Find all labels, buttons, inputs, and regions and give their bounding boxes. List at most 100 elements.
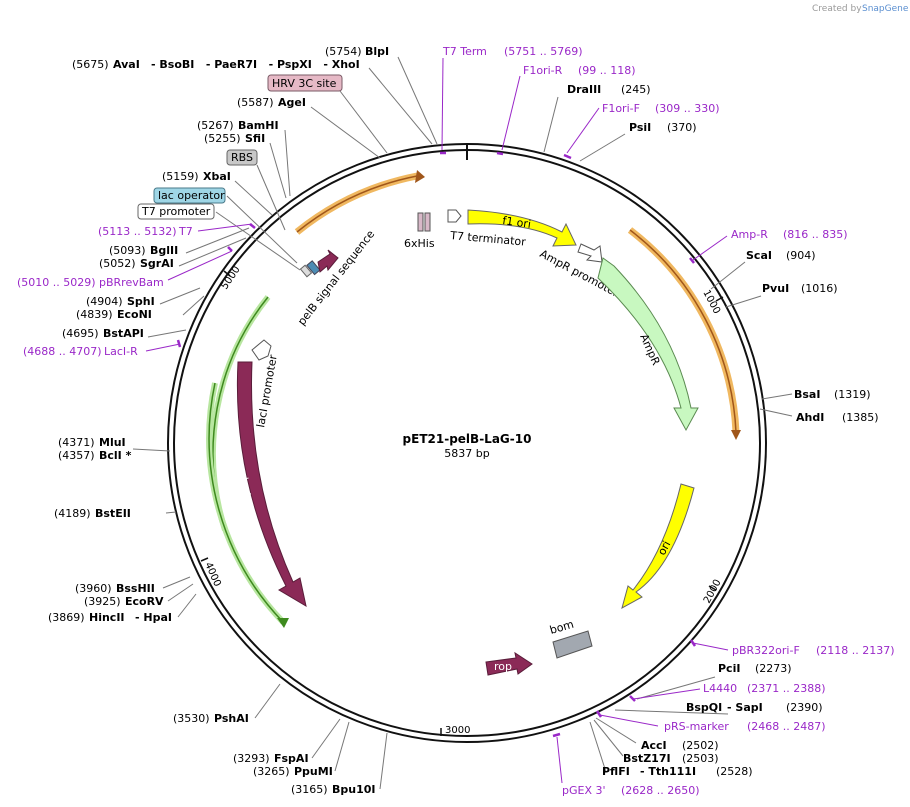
primer-name-7: pBR322ori-F	[732, 644, 800, 657]
primer-connectors	[145, 57, 729, 784]
enzyme-name-11: MluI	[99, 436, 126, 449]
enzyme-name-23: ScaI	[746, 249, 772, 262]
hrv-site-box[interactable]: HRV 3C site	[267, 74, 343, 92]
f1-ori-arrow[interactable]	[467, 209, 577, 247]
lacI-arrow[interactable]	[236, 361, 307, 608]
primer-range-1: (99 .. 118)	[578, 64, 636, 77]
enzyme-pos-9: (4839)	[76, 308, 113, 321]
enzyme-pos-26: (1385)	[842, 411, 879, 424]
rbs-label: RBS	[231, 151, 253, 164]
his-tag-block-1[interactable]	[417, 212, 424, 232]
enzyme-extra-16: - HpaI	[135, 611, 172, 624]
ori-arrow[interactable]	[621, 483, 695, 610]
his-tag-block-2[interactable]	[424, 212, 431, 232]
lacI-promoter-arrow[interactable]	[251, 339, 272, 361]
cloning-cassette	[299, 249, 339, 278]
rop-label: rop	[494, 660, 512, 673]
primer-range-7: (2118 .. 2137)	[816, 644, 895, 657]
enzyme-pos-16: (3869)	[48, 611, 85, 624]
primer-name-1: F1ori-R	[523, 64, 563, 77]
tick-5000: 5000	[219, 264, 242, 291]
enzyme-name-30: BstZ17I	[623, 752, 671, 765]
plasmid-name: pET21-pelB-LaG-10	[403, 432, 532, 446]
snapgene-brand: SnapGene	[862, 4, 909, 14]
lacI-label: lacI	[237, 476, 253, 497]
enzyme-name-14: BssHII	[116, 582, 155, 595]
lacI-promoter-label: lacI promoter	[254, 353, 280, 428]
primer-name-9: pRS-marker	[664, 720, 729, 733]
enzyme-name-4: SfiI	[245, 132, 265, 145]
primer-name-8: L4440	[703, 682, 737, 695]
primer-range-8: (2371 .. 2388)	[747, 682, 826, 695]
enzyme-pos-17: (3530)	[173, 712, 210, 725]
enzyme-name-5: XbaI	[203, 170, 231, 183]
t7-promoter-box[interactable]: T7 promoter	[137, 203, 215, 220]
hrv-site-label: HRV 3C site	[272, 77, 337, 90]
primer-range-5: (4688 .. 4707)	[23, 345, 102, 358]
lac-operator-box[interactable]: lac operator	[153, 187, 226, 204]
enzyme-name-28: BspQI	[686, 701, 722, 714]
primer-range-9: (2468 .. 2487)	[747, 720, 826, 733]
primer-range-0: (5751 .. 5769)	[504, 45, 583, 58]
enzyme-name-19: PpuMI	[294, 765, 333, 778]
primer-name-0: T7 Term	[442, 45, 487, 58]
primer-name-3: T7	[178, 225, 193, 238]
primer-name-10: pGEX 3'	[562, 784, 606, 797]
enzyme-pos-20: (3165)	[291, 783, 328, 796]
primer-range-4: (5010 .. 5029)	[17, 276, 96, 289]
bom-box[interactable]	[552, 630, 593, 659]
enzyme-pos-15: (3925)	[84, 595, 121, 608]
enzyme-pos-11: (4371)	[58, 436, 95, 449]
enzyme-name-3: BamHI	[238, 119, 279, 132]
primer-labels: T7 Term (5751 .. 5769) F1ori-R (99 .. 11…	[17, 45, 895, 797]
enzyme-pos-19: (3265)	[253, 765, 290, 778]
enzyme-pos-21: (245)	[621, 83, 651, 96]
enzyme-pos-12: (4357)	[58, 449, 95, 462]
enzyme-pos-31: (2528)	[716, 765, 753, 778]
enzyme-name-27: PciI	[718, 662, 740, 675]
primer-range-10: (2628 .. 2650)	[621, 784, 700, 797]
enzyme-name-17: PshAI	[214, 712, 249, 725]
plasmid-size: 5837 bp	[444, 447, 489, 460]
rop-arrow[interactable]	[485, 651, 533, 676]
enzyme-name-31: PflFI	[602, 765, 630, 778]
enzyme-pos-25: (1319)	[834, 388, 871, 401]
enzyme-pos-13: (4189)	[54, 507, 91, 520]
enzyme-name-8: SphI	[127, 295, 155, 308]
enzyme-name-13: BstEII	[95, 507, 131, 520]
enzyme-pos-2: (5587)	[237, 96, 274, 109]
enzyme-name-9: EcoNI	[117, 308, 152, 321]
ampr-promoter-arrow[interactable]	[577, 243, 603, 263]
enzyme-pos-4: (5255)	[204, 132, 241, 145]
rbs-box[interactable]: RBS	[226, 149, 258, 166]
enzyme-extra-28: - SapI	[727, 701, 763, 714]
enzyme-pos-22: (370)	[667, 121, 697, 134]
primer-name-5: LacI-R	[104, 345, 138, 358]
enzyme-extra-1: - BsoBI - PaeR7I - PspXI - XhoI	[151, 58, 360, 71]
enzyme-pos-10: (4695)	[62, 327, 99, 340]
enzyme-pos-1: (5675)	[72, 58, 109, 71]
enzyme-name-10: BstAPI	[103, 327, 144, 340]
connector-lines	[132, 56, 793, 790]
ori-label: ori	[655, 539, 673, 558]
pelB-arrow[interactable]	[317, 249, 339, 273]
enzyme-name-25: BsaI	[794, 388, 820, 401]
enzyme-pos-30: (2503)	[682, 752, 719, 765]
primer-range-3: (5113 .. 5132)	[98, 225, 177, 238]
enzyme-name-20: Bpu10I	[332, 783, 376, 796]
enzyme-pos-14: (3960)	[75, 582, 112, 595]
primer-name-6: Amp-R	[731, 228, 768, 241]
enzyme-labels: (5754) BlpI (5675) AvaI - BsoBI - PaeR7I…	[48, 45, 879, 796]
credit-prefix: Created by	[812, 4, 862, 14]
ampr-arrow[interactable]	[597, 257, 699, 432]
t7-terminator-arrow[interactable]	[447, 209, 462, 223]
bom-label: bom	[548, 618, 575, 637]
lac-operator-label: lac operator	[158, 189, 225, 202]
svg-text:5000: 5000	[219, 264, 242, 291]
enzyme-name-18: FspAI	[274, 752, 309, 765]
enzyme-name-0: BlpI	[365, 45, 389, 58]
enzyme-name-15: EcoRV	[125, 595, 164, 608]
enzyme-name-7: SgrAI	[140, 257, 174, 270]
enzyme-name-6: BglII	[150, 244, 178, 257]
